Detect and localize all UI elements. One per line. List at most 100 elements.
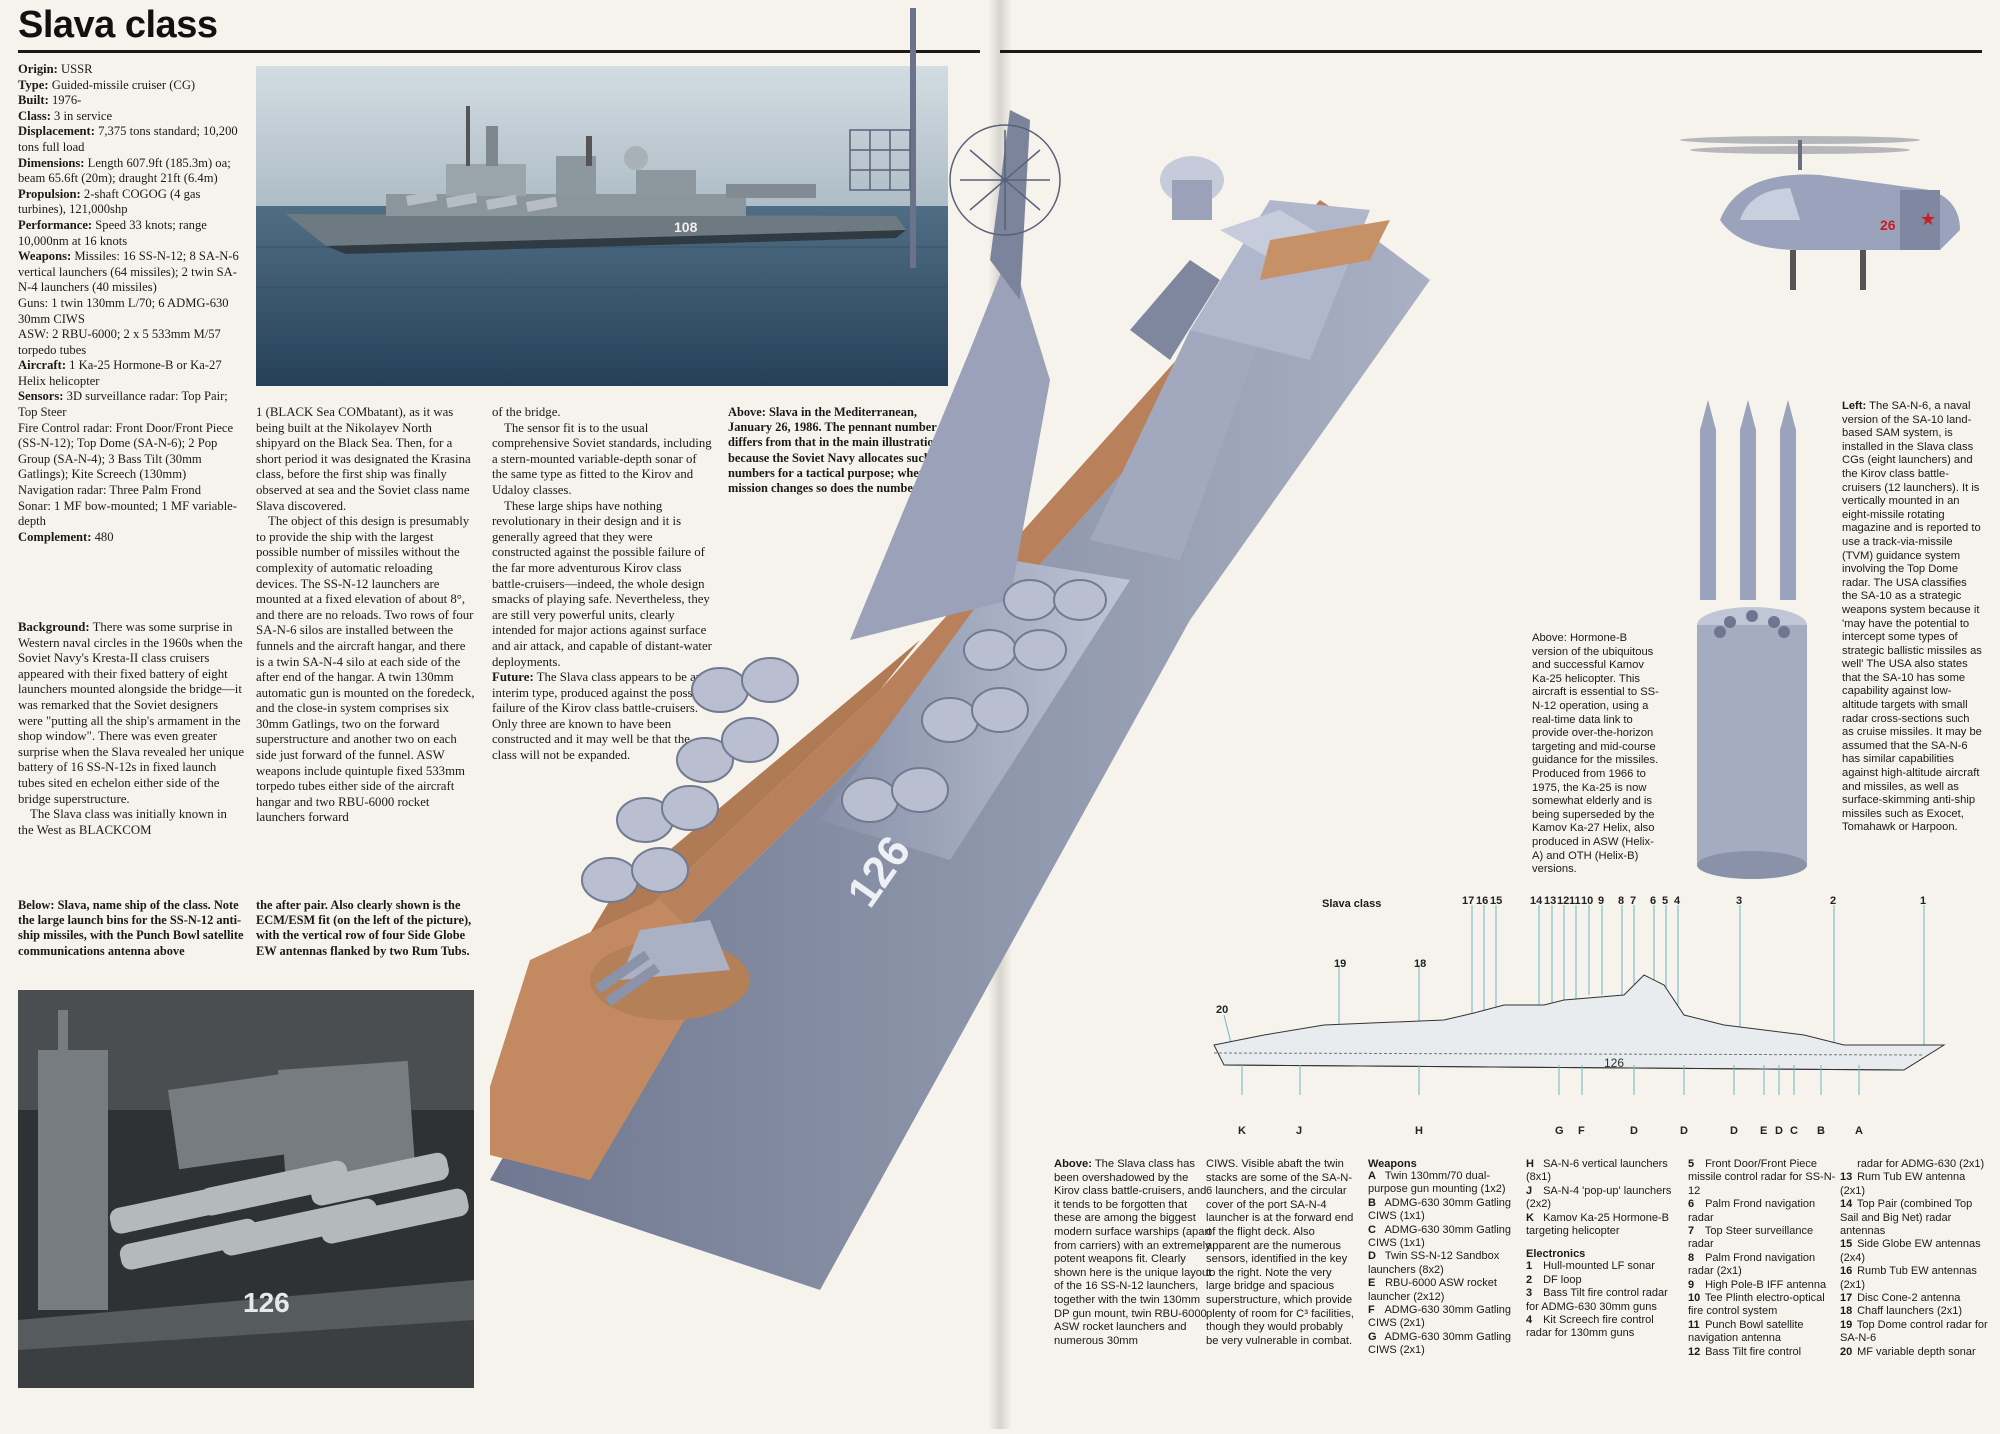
spec-label: Displacement: bbox=[18, 124, 95, 139]
profile-letter-d-3: D bbox=[1730, 1125, 1738, 1137]
key-item: 8 Palm Frond navigation radar (2x1) bbox=[1688, 1252, 1838, 1279]
caption-above-photo: Above: Slava in the Mediterranean, Janua… bbox=[728, 405, 946, 496]
key-weapons-heading: Weapons bbox=[1368, 1158, 1417, 1170]
col3-p4: The Slava class appears to be an interim… bbox=[492, 670, 712, 763]
profile-num-14: 14 bbox=[1530, 895, 1543, 907]
spec-row: ASW: 2 RBU-6000; 2 x 5 533mm M/57 torped… bbox=[18, 327, 244, 358]
key-item-code: 3 bbox=[1526, 1287, 1533, 1300]
profile-letter-c: C bbox=[1790, 1125, 1798, 1137]
key-item: A Twin 130mm/70 dual-purpose gun mountin… bbox=[1368, 1170, 1518, 1197]
key-item: C ADMG-630 30mm Gatling CIWS (1x1) bbox=[1368, 1224, 1518, 1251]
key-item-code: 2 bbox=[1526, 1273, 1533, 1286]
key-item-code: 16 bbox=[1840, 1265, 1853, 1278]
profile-letter-a: A bbox=[1855, 1125, 1863, 1137]
key-item: 1 Hull-mounted LF sonar bbox=[1526, 1260, 1676, 1273]
key-item: E RBU-6000 ASW rocket launcher (2x12) bbox=[1368, 1277, 1518, 1304]
spec-row: Class: 3 in service bbox=[18, 109, 244, 125]
caption-below-photo-part2: the after pair. Also clearly shown is th… bbox=[256, 898, 472, 958]
key-item-text: ADMG-630 30mm Gatling CIWS (1x1) bbox=[1368, 1223, 1511, 1250]
title-rule-right bbox=[1000, 50, 1982, 53]
key-item-text: Tee Plinth electro-optical fire control … bbox=[1688, 1292, 1825, 1318]
spec-label: Propulsion: bbox=[18, 186, 81, 201]
key-item-text: Kamov Ka-25 Hormone-B targeting helicopt… bbox=[1526, 1211, 1670, 1238]
key-item-code: K bbox=[1526, 1211, 1534, 1224]
pennant-number-photo: 108 bbox=[674, 219, 698, 235]
spec-value: 2-shaft COGOG (4 gas turbines), 121,000s… bbox=[18, 186, 201, 217]
key-item-code: 17 bbox=[1840, 1292, 1853, 1305]
key-item-code: 12 bbox=[1688, 1345, 1701, 1358]
spec-value: Speed 33 knots; range 10,000nm at 16 kno… bbox=[18, 217, 207, 248]
future-label: Future: bbox=[492, 670, 534, 685]
profile-num-20: 20 bbox=[1216, 1004, 1229, 1016]
spec-row: Type: Guided-missile cruiser (CG) bbox=[18, 78, 244, 94]
spec-row: Navigation radar: Three Palm Frond bbox=[18, 483, 244, 499]
key-item-text: DF loop bbox=[1543, 1273, 1582, 1286]
profile-label: Slava class bbox=[1322, 898, 1382, 910]
key-item-code: H bbox=[1526, 1158, 1534, 1170]
key-weapons: Weapons A Twin 130mm/70 dual-purpose gun… bbox=[1368, 1158, 1518, 1358]
red-star-icon: ★ bbox=[1920, 209, 1936, 230]
key-item-text: SA-N-6 vertical launchers (8x1) bbox=[1526, 1158, 1668, 1184]
key-item-text: Top Steer surveillance radar bbox=[1688, 1225, 1814, 1251]
spec-row: Origin: USSR bbox=[18, 62, 244, 78]
key-item: 11 Punch Bowl satellite navigation anten… bbox=[1688, 1319, 1838, 1346]
helicopter-illustration: 26 ★ bbox=[1680, 130, 1980, 310]
key-item: 17 Disc Cone-2 antenna bbox=[1840, 1292, 1990, 1305]
spec-row: Sonar: 1 MF bow-mounted; 1 MF variable-d… bbox=[18, 499, 244, 530]
key-item-text: Disc Cone-2 antenna bbox=[1857, 1292, 1961, 1305]
key-item: 5 Front Door/Front Piece missile control… bbox=[1688, 1158, 1838, 1198]
profile-letters: K J H G F D D D E D C B A bbox=[1204, 1125, 1994, 1141]
key-item-code: 13 bbox=[1840, 1171, 1853, 1184]
main-caption-text-1: The Slava class has been overshadowed by… bbox=[1054, 1158, 1212, 1347]
profile-num-18: 18 bbox=[1414, 958, 1427, 970]
key-item-text: Bass Tilt fire control bbox=[1705, 1345, 1802, 1358]
profile-num-12: 12 bbox=[1557, 895, 1570, 907]
caption-sa-n-6: Left: The SA-N-6, a naval version of the… bbox=[1842, 400, 1984, 835]
photo-slava-mediterranean: 108 bbox=[256, 66, 948, 386]
key-item: 20 MF variable depth sonar bbox=[1840, 1346, 1990, 1359]
profile-hull-number: 126 bbox=[1604, 1056, 1624, 1070]
key-item: G ADMG-630 30mm Gatling CIWS (2x1) bbox=[1368, 1331, 1518, 1358]
key-item: 19 Top Dome control radar for SA-N-6 bbox=[1840, 1319, 1990, 1346]
spec-row: Fire Control radar: Front Door/Front Pie… bbox=[18, 421, 244, 483]
key-item: 3 Bass Tilt fire control radar for ADMG-… bbox=[1526, 1287, 1676, 1314]
key-item-text: Twin 130mm/70 dual-purpose gun mounting … bbox=[1368, 1170, 1506, 1196]
spec-value: Guided-missile cruiser (CG) bbox=[51, 77, 196, 92]
spec-label: Aircraft: bbox=[18, 358, 67, 373]
left-caption-text: The SA-N-6, a naval version of the SA-10… bbox=[1842, 400, 1982, 834]
profile-letter-k: K bbox=[1238, 1125, 1246, 1137]
spec-label: Origin: bbox=[18, 62, 58, 76]
col3-p2: The sensor fit is to the usual comprehen… bbox=[492, 420, 712, 497]
spec-row: Built: 1976- bbox=[18, 93, 244, 109]
profile-letter-f: F bbox=[1578, 1125, 1585, 1137]
key-item-code: 15 bbox=[1840, 1238, 1853, 1251]
background-p1: There was some surprise in Western naval… bbox=[18, 620, 244, 806]
helicopter-number: 26 bbox=[1880, 217, 1896, 233]
key-item-text: Palm Frond navigation radar (2x1) bbox=[1688, 1251, 1816, 1278]
col3-p3: These large ships have nothing revolutio… bbox=[492, 498, 712, 669]
profile-letter-j: J bbox=[1296, 1125, 1303, 1137]
key-item: H SA-N-6 vertical launchers (8x1) bbox=[1526, 1158, 1676, 1185]
key-item: 7 Top Steer surveillance radar bbox=[1688, 1225, 1838, 1252]
spec-value: Navigation radar: Three Palm Frond bbox=[18, 483, 202, 498]
profile-top-numbers: 17 16 15 14 13 12 11 10 9 8 7 6 5 4 3 2 … bbox=[1204, 895, 1994, 915]
key-item: 9 High Pole-B IFF antenna bbox=[1688, 1279, 1838, 1292]
column-3-text: of the bridge. The sensor fit is to the … bbox=[492, 405, 714, 764]
profile-num-19: 19 bbox=[1334, 958, 1347, 970]
key-item-text: Top Pair (combined Top Sail and Big Net)… bbox=[1840, 1198, 1973, 1238]
spec-label: Dimensions: bbox=[18, 155, 85, 170]
caption-below-photo-part1: Below: Slava, name ship of the class. No… bbox=[18, 898, 244, 958]
ship-cutaway-illustration: 126 bbox=[470, 0, 1720, 1429]
profile-num-7: 7 bbox=[1630, 895, 1637, 907]
key-item-text: Hull-mounted LF sonar bbox=[1543, 1260, 1655, 1273]
spec-value: Fire Control radar: Front Door/Front Pie… bbox=[18, 420, 234, 482]
spec-value: Guns: 1 twin 130mm L/70; 6 ADMG-630 30mm… bbox=[18, 295, 229, 326]
spec-value: 1976- bbox=[51, 93, 82, 108]
profile-letter-d-2: D bbox=[1680, 1125, 1688, 1137]
profile-letter-g: G bbox=[1555, 1125, 1564, 1137]
spec-value: Length 607.9ft (185.3m) oa; beam 65.6ft … bbox=[18, 155, 231, 186]
background-p2: The Slava class was initially known in t… bbox=[18, 807, 227, 837]
profile-letter-e: E bbox=[1760, 1125, 1768, 1137]
key-item-code: 14 bbox=[1840, 1198, 1853, 1211]
